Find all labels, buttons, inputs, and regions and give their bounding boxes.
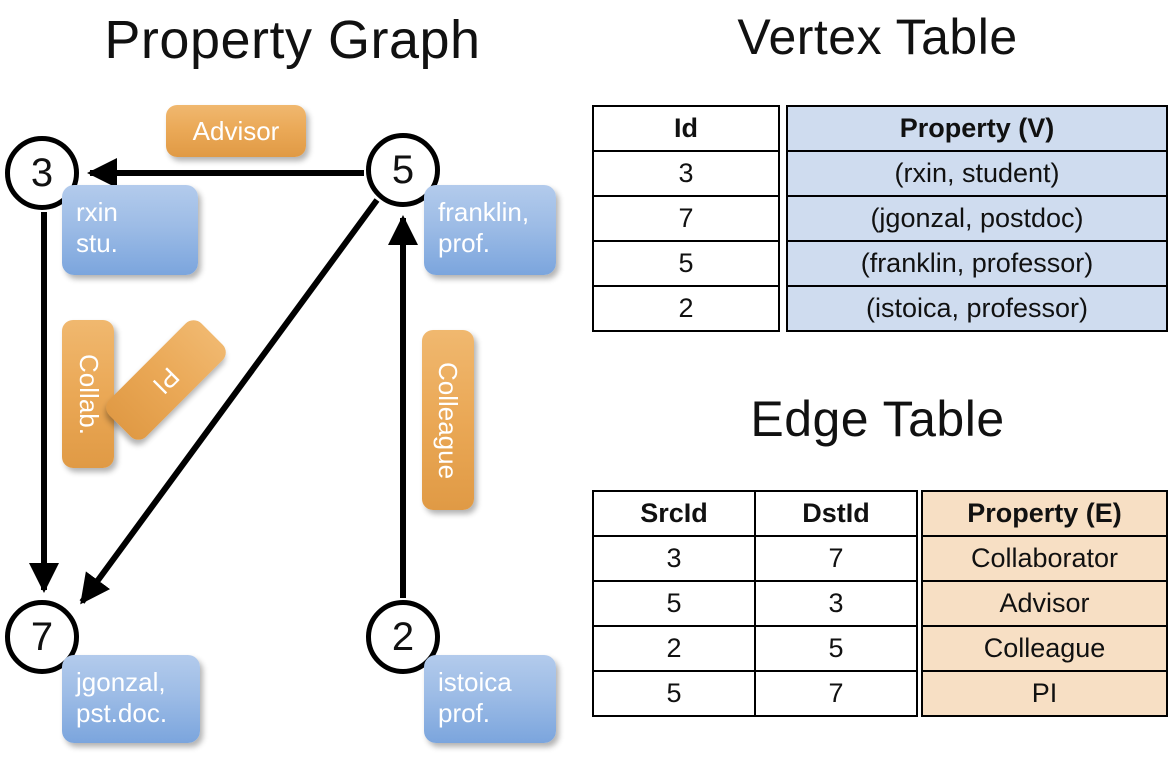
table-row: 5 3 — [592, 580, 918, 627]
vertex-table-property-column: Property (V) (rxin, student) (jgonzal, p… — [786, 105, 1168, 332]
table-row: 5 — [592, 240, 780, 287]
vertex-property-rxin-line1: rxin — [76, 197, 118, 227]
edge-label-collab: Collab. — [62, 320, 114, 468]
edge-src-cell: 5 — [592, 670, 756, 717]
edge-property-cell: PI — [921, 670, 1168, 717]
table-header-row: Property (E) — [921, 490, 1168, 537]
graph-node-5[interactable]: 5 — [366, 133, 440, 207]
table-row: 3 7 — [592, 535, 918, 582]
vertex-id-cell: 2 — [592, 285, 780, 332]
vertex-property-box-rxin: rxin stu. — [62, 185, 198, 275]
edge-property-cell: Colleague — [921, 625, 1168, 672]
vertex-property-box-jgonzal: jgonzal, pst.doc. — [62, 655, 200, 743]
table-row: 3 — [592, 150, 780, 197]
table-header-row: Property (V) — [786, 105, 1168, 152]
graph-node-2-label: 2 — [391, 615, 415, 659]
table-row: Colleague — [921, 625, 1168, 672]
table-row: PI — [921, 670, 1168, 717]
graph-node-5-label: 5 — [391, 148, 415, 192]
vertex-property-box-istoica: istoica prof. — [424, 655, 556, 743]
table-row: Advisor — [921, 580, 1168, 627]
edge-table-col-property: Property (E) — [921, 490, 1168, 537]
edge-label-colleague: Colleague — [422, 330, 474, 510]
edge-label-pi-text: PI — [147, 361, 186, 400]
graph-node-2[interactable]: 2 — [366, 600, 440, 674]
vertex-id-cell: 3 — [592, 150, 780, 197]
table-row: (jgonzal, postdoc) — [786, 195, 1168, 242]
edge-src-cell: 3 — [592, 535, 756, 582]
edge-property-cell: Collaborator — [921, 535, 1168, 582]
page-title-property-graph: Property Graph — [104, 10, 481, 70]
edge-label-advisor-text: Advisor — [192, 115, 280, 146]
edge-label-advisor: Advisor — [166, 105, 306, 157]
vertex-property-cell: (istoica, professor) — [786, 285, 1168, 332]
vertex-table-col-id: Id — [592, 105, 780, 152]
table-row: 2 5 — [592, 625, 918, 672]
graph-node-7-label: 7 — [30, 615, 54, 659]
table-header-row: SrcId DstId — [592, 490, 918, 537]
vertex-property-rxin-line2: stu. — [76, 228, 118, 258]
vertex-property-franklin-line2: prof. — [438, 228, 491, 258]
vertex-property-jgonzal-line2: pst.doc. — [76, 698, 168, 728]
table-row: 7 — [592, 195, 780, 242]
page-title-edge-table: Edge Table — [750, 391, 1005, 447]
edge-table-col-dstid: DstId — [754, 490, 918, 537]
vertex-table-col-property: Property (V) — [786, 105, 1168, 152]
edge-src-cell: 2 — [592, 625, 756, 672]
edge-table-col-srcid: SrcId — [592, 490, 756, 537]
graph-node-3-label: 3 — [30, 151, 54, 195]
vertex-table-id-column: Id 3 7 5 2 — [592, 105, 780, 332]
vertex-property-istoica-line1: istoica — [438, 667, 512, 697]
edge-5-to-7 — [79, 198, 380, 605]
property-graph-diagram: 3 5 7 2 rxin stu. franklin, prof. jgonza… — [5, 105, 556, 743]
vertex-property-jgonzal-line1: jgonzal, — [76, 667, 166, 697]
edge-table-property-column: Property (E) Collaborator Advisor Collea… — [921, 490, 1168, 717]
vertex-property-istoica-line2: prof. — [438, 698, 491, 728]
page-title-vertex-table: Vertex Table — [737, 9, 1018, 65]
vertex-property-cell: (rxin, student) — [786, 150, 1168, 197]
vertex-id-cell: 7 — [592, 195, 780, 242]
vertex-property-cell: (jgonzal, postdoc) — [786, 195, 1168, 242]
table-row: 5 7 — [592, 670, 918, 717]
edge-dst-cell: 5 — [754, 625, 918, 672]
edge-dst-cell: 3 — [754, 580, 918, 627]
vertex-property-cell: (franklin, professor) — [786, 240, 1168, 287]
edge-label-collab-text: Collab. — [73, 353, 104, 435]
edge-dst-cell: 7 — [754, 535, 918, 582]
table-row: (franklin, professor) — [786, 240, 1168, 287]
table-header-row: Id — [592, 105, 780, 152]
edge-src-cell: 5 — [592, 580, 756, 627]
table-row: (rxin, student) — [786, 150, 1168, 197]
edge-table-id-columns: SrcId DstId 3 7 5 3 2 5 5 7 — [592, 490, 918, 717]
vertex-id-cell: 5 — [592, 240, 780, 287]
edge-label-colleague-text: Colleague — [433, 361, 464, 479]
table-row: Collaborator — [921, 535, 1168, 582]
vertex-property-box-franklin: franklin, prof. — [424, 185, 556, 275]
edge-dst-cell: 7 — [754, 670, 918, 717]
edge-property-cell: Advisor — [921, 580, 1168, 627]
table-row: 2 — [592, 285, 780, 332]
graph-edges-svg — [29, 158, 418, 605]
vertex-property-franklin-line1: franklin, — [438, 197, 530, 227]
table-row: (istoica, professor) — [786, 285, 1168, 332]
